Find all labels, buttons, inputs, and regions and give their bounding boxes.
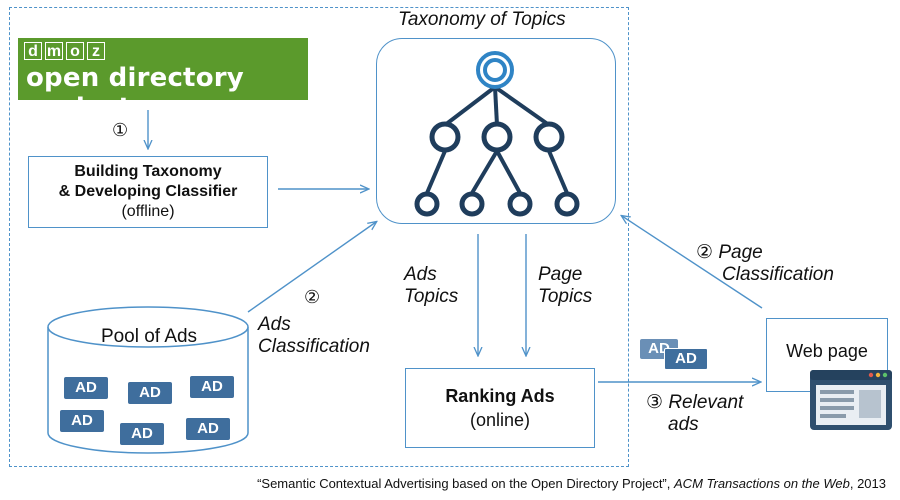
page-topics-line-1: Page [538, 264, 583, 285]
ads-topics-line-1: Ads [404, 264, 437, 285]
taxonomy-title: Taxonomy of Topics [398, 9, 566, 30]
ad-chip: AD [64, 377, 108, 399]
ads-classification-line-2: Classification [258, 336, 370, 357]
browser-window-icon [810, 370, 892, 430]
page-topics-label: Page Topics [538, 264, 592, 308]
building-line-3: (offline) [121, 203, 175, 220]
step-2-marker-ads: ② [304, 287, 321, 307]
arrow-pool-to-taxonomy [247, 222, 376, 313]
relevant-ads-label: ③ Relevant ads [646, 392, 743, 436]
dmoz-letter: m [45, 42, 63, 60]
building-line-1: Building Taxonomy [74, 163, 222, 180]
ads-classification-line-1: Ads [258, 314, 291, 335]
arrow-webpage-to-taxonomy [622, 216, 763, 309]
ad-chip: AD [120, 423, 164, 445]
taxonomy-box [376, 38, 616, 224]
step-3-marker: ③ [646, 392, 664, 413]
dmoz-letter: z [87, 42, 105, 60]
ad-chip: AD [60, 410, 104, 432]
step-1-marker: ① [112, 120, 129, 140]
relevant-ads-line-1: Relevant [668, 392, 744, 413]
page-classification-label: ② Page Classification [696, 242, 834, 286]
ads-classification-label: Ads Classification [258, 314, 370, 358]
offline-online-frame [9, 7, 629, 467]
ranking-ads-box: Ranking Ads (online) [405, 368, 595, 448]
ranking-ads-subtitle: (online) [469, 410, 531, 430]
dmoz-title: open directory project [26, 63, 244, 123]
web-page-title: Web page [786, 341, 868, 361]
ad-chip: AD [190, 376, 234, 398]
ad-chip-front: AD [664, 348, 708, 370]
relevant-ads-line-2: ads [668, 414, 699, 435]
ad-chip: AD [186, 418, 230, 440]
taxonomy-tree-icon [414, 51, 580, 217]
ranking-ads-title: Ranking Ads [445, 386, 555, 406]
dmoz-letter: o [66, 42, 84, 60]
citation-caption: “Semantic Contextual Advertising based o… [257, 476, 886, 491]
caption-title: “Semantic Contextual Advertising based o… [257, 476, 671, 491]
page-classification-line-1: Page [718, 242, 763, 263]
ad-chip: AD [128, 382, 172, 404]
page-topics-line-2: Topics [538, 286, 593, 307]
dmoz-letters: d m o z [24, 42, 105, 60]
ads-topics-line-2: Topics [404, 286, 459, 307]
caption-venue: ACM Transactions on the Web [674, 476, 850, 491]
caption-year: , 2013 [849, 476, 886, 491]
dmoz-letter: d [24, 42, 42, 60]
pool-of-ads-title: Pool of Ads [100, 326, 198, 347]
building-taxonomy-box: Building Taxonomy & Developing Classifie… [28, 156, 268, 228]
dmoz-logo: d m o z open directory project [18, 38, 308, 123]
building-line-2: & Developing Classifier [58, 183, 238, 200]
ads-topics-label: Ads Topics [404, 264, 458, 308]
page-classification-line-2: Classification [722, 264, 834, 285]
step-2-marker-page: ② [696, 242, 714, 263]
